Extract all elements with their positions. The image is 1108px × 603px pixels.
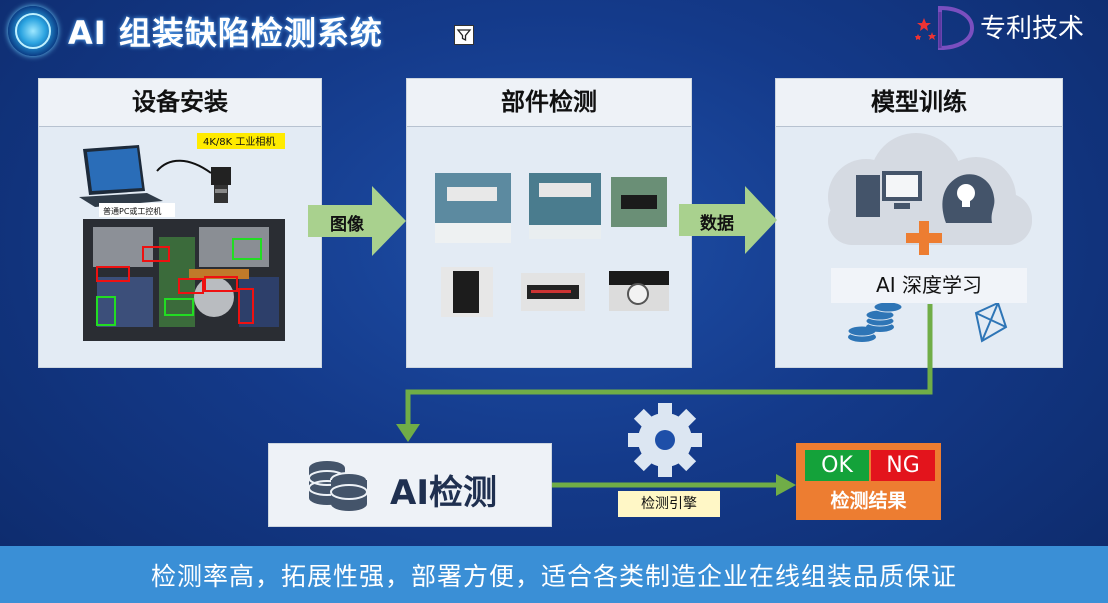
plus-icon: [906, 221, 942, 255]
coins-icon: [847, 301, 903, 342]
return-line: [405, 304, 933, 428]
ai-head-icon: [942, 174, 995, 223]
panel-component-inspection: 部件检测: [406, 78, 692, 368]
component-thumbnail: [521, 273, 585, 311]
panel-title: 设备安装: [39, 79, 321, 127]
camera-icon: [156, 159, 231, 203]
page-title: AI 组装缺陷检测系统: [68, 14, 383, 52]
ng-badge: NG: [871, 450, 935, 481]
component-thumbnail: [441, 267, 493, 317]
ai-detect-label: AI检测: [390, 473, 497, 513]
panel-title: 模型训练: [776, 79, 1062, 127]
device-setup-illustration: 4K/8K 工业相机 普通PC或工控机: [79, 133, 285, 341]
engine-label: 检测引擎: [618, 491, 720, 517]
brand-name: 专利技术: [980, 14, 1085, 44]
panel-title: 部件检测: [407, 79, 691, 127]
network-icon: [974, 301, 1008, 343]
training-illustration: [828, 133, 1032, 343]
result-arrowhead: [776, 474, 796, 496]
ok-badge: OK: [805, 450, 869, 481]
app-logo: [8, 6, 58, 56]
panel-model-training: 模型训练: [775, 78, 1063, 368]
component-thumbnail: [435, 173, 511, 243]
camera-label: 4K/8K 工业相机: [203, 135, 275, 148]
return-arrowhead: [396, 424, 420, 442]
gear-icon: [628, 403, 702, 477]
panel-body: [407, 127, 691, 367]
brand-logo-icon: [915, 5, 975, 51]
arrow-image-label: 图像: [330, 215, 364, 235]
arrow-data-label: 数据: [700, 214, 734, 234]
component-thumbnail: [611, 177, 667, 227]
database-icon: [308, 461, 368, 511]
arrow-image: [308, 186, 406, 256]
component-thumbnail: [529, 173, 601, 239]
footer-slogan: 检测率高，拓展性强，部署方便，适合各类制造企业在线组装品质保证: [150, 562, 957, 591]
result-label: 检测结果: [830, 490, 907, 512]
filter-icon[interactable]: [454, 25, 474, 45]
panel-device-install: 设备安装 4K/8K 工业相机 普通PC或工控机: [38, 78, 322, 368]
ai-detect-box: [268, 443, 552, 527]
laptop-icon: [79, 145, 163, 207]
deep-learning-label: AI 深度学习: [831, 268, 1027, 303]
panel-body: 4K/8K 工业相机 普通PC或工控机: [39, 127, 321, 367]
footer-bar: [0, 546, 1108, 603]
panel-body: [776, 127, 1062, 367]
computer-icon: [856, 171, 922, 217]
arrow-data: [679, 186, 777, 254]
component-thumbnail: [609, 271, 669, 311]
pc-label: 普通PC或工控机: [103, 206, 161, 216]
